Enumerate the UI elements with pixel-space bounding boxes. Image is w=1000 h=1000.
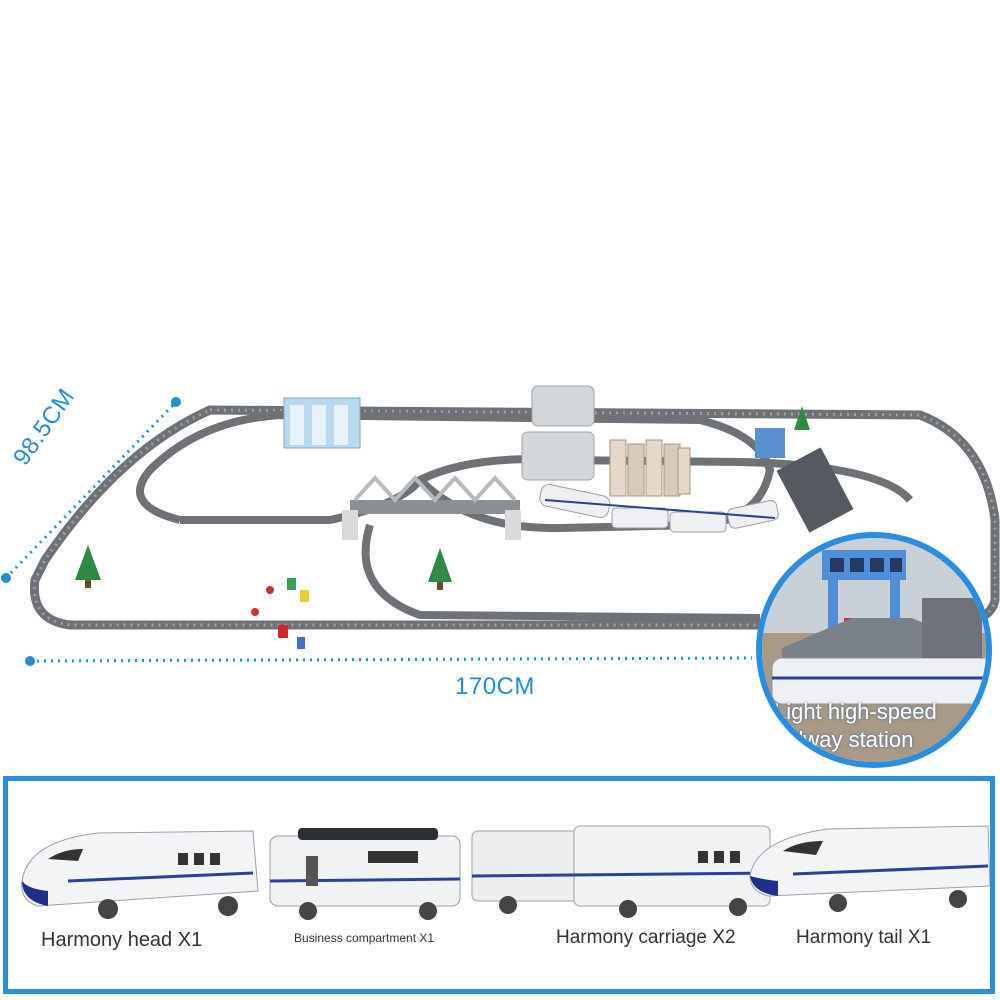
width-dimension-line <box>29 656 753 663</box>
train-parts-panel: Harmony head X1 Business compartment X1 … <box>3 776 995 994</box>
station-building-left <box>283 397 361 449</box>
toy-cars <box>251 578 309 649</box>
truss-bridge <box>342 475 521 540</box>
tree-center <box>428 548 452 590</box>
branch-track <box>361 523 761 622</box>
track-layout-illustration <box>1 385 1000 666</box>
part-label-tail: Harmony tail X1 <box>796 927 932 948</box>
station-platform-right <box>755 428 854 533</box>
outer-track-loop <box>29 405 1000 630</box>
station-closeup-inset: Light high-speed railway station <box>756 532 992 768</box>
tree-left <box>75 545 101 588</box>
city-buildings <box>609 439 691 497</box>
harmony-carriage-cars <box>471 825 771 918</box>
part-label-business: Business compartment X1 <box>294 931 435 945</box>
part-label-carriage: Harmony carriage X2 <box>556 927 736 948</box>
business-compartment-car <box>269 828 461 920</box>
tree-right <box>794 406 810 430</box>
width-dimension-label: 170CM <box>455 673 535 700</box>
harmony-head-car <box>21 830 259 919</box>
harmony-tail-car <box>749 825 990 912</box>
depth-dimension-line <box>4 400 178 580</box>
train-on-track <box>539 483 779 533</box>
inset-caption: Light high-speed railway station <box>774 699 937 752</box>
tunnel-upper <box>521 385 595 481</box>
part-label-head: Harmony head X1 <box>41 929 203 951</box>
track-layout-scene: 98.5CM 170CM Light high-speed railway st… <box>1 384 1000 768</box>
train-parts-illustration <box>21 825 990 920</box>
